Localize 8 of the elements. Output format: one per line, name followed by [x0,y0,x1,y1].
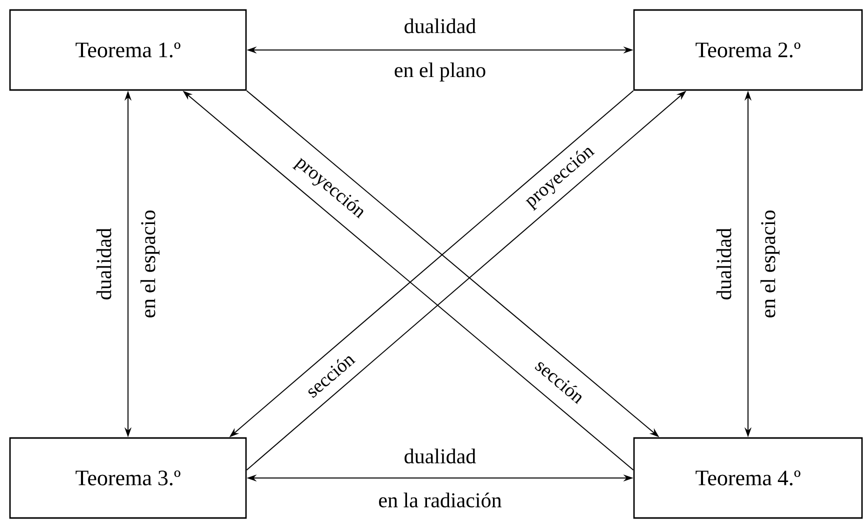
theorem-box: Teorema 3.º [9,437,247,519]
theorem-box: Teorema 2.º [633,9,863,91]
edge-label: dualidad en la radiación [379,448,502,508]
edge-label: dualidad en el plano [394,18,486,82]
edge-label: dualidad en el espacio [716,210,780,318]
theorem-box: Teorema 1.º [9,9,247,91]
edge-label: dualidad en el espacio [96,210,160,318]
theorem-box: Teorema 4.º [633,437,863,519]
